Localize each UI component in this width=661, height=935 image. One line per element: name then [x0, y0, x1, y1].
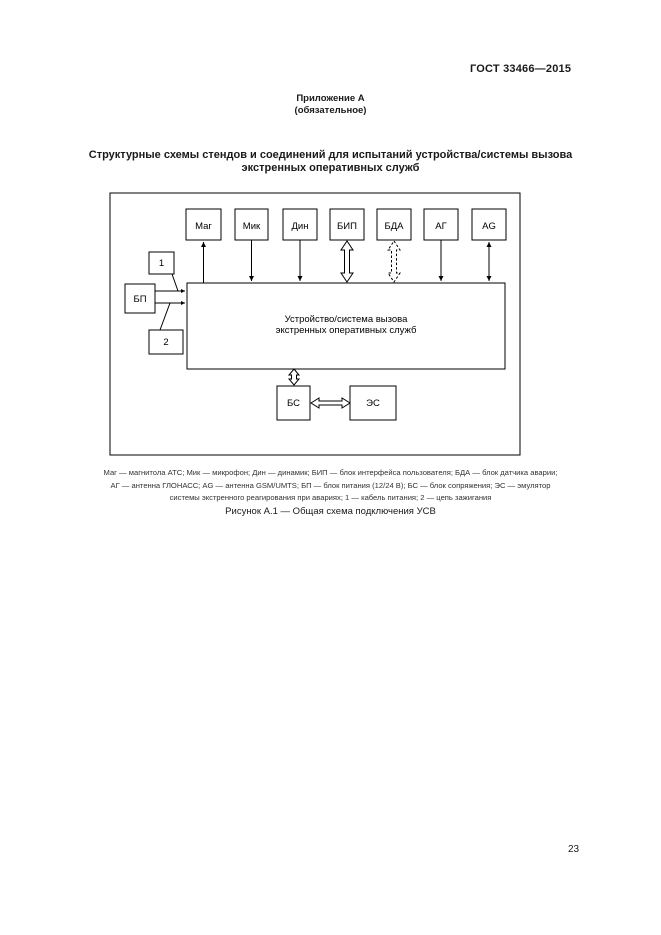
block-bip: БИП — [329, 208, 365, 241]
legend-line-2: АГ — антенна ГЛОНАСС; AG — антенна GSM/U… — [110, 480, 551, 490]
arrow-bs-es-bidirectional — [310, 397, 351, 409]
label-1-text: 1 — [159, 258, 164, 269]
legend-line-1: Маг — магнитола АТС; Мик — микрофон; Дин… — [103, 468, 558, 477]
block-main-device: Устройство/система вызова экстренных опе… — [186, 282, 506, 370]
block-bda: БДА — [376, 208, 412, 241]
arrow-bda-bidirectional-dashed — [387, 240, 401, 283]
arrow-bip-bidirectional — [340, 240, 354, 283]
page-number: 23 — [568, 844, 580, 855]
annex-note: (обязательное) — [294, 105, 367, 116]
section-title-line-2: экстренных оперативных служб — [241, 162, 420, 174]
block-mik-label: Мик — [243, 221, 261, 232]
block-mik: Мик — [234, 208, 269, 241]
label-box-2: 2 — [148, 329, 184, 355]
block-ag-glonass-label: АГ — [435, 221, 446, 232]
block-bda-label: БДА — [384, 221, 404, 232]
leader-line-2 — [159, 302, 171, 331]
arrow-device-bs-bidirectional — [287, 368, 301, 386]
block-bip-label: БИП — [337, 221, 357, 232]
block-mag-label: Маг — [195, 221, 212, 232]
figure-legend: Маг — магнитола АТС; Мик — микрофон; Дин… — [40, 467, 621, 505]
block-ag-gsm: AG — [471, 208, 507, 241]
block-ag-gsm-label: AG — [482, 221, 496, 232]
connection-diagram: Маг Мик Дин БИП БДА АГ AG Устройство/сис… — [109, 192, 521, 456]
annex-title: Приложение А — [296, 93, 365, 104]
figure-caption: Рисунок А.1 — Общая схема подключения УС… — [225, 506, 436, 517]
interface-bs-label: БС — [287, 398, 300, 409]
block-emulator-es: ЭС — [349, 385, 397, 421]
label-box-1: 1 — [148, 251, 175, 275]
legend-line-3: системы экстренного реагирования при ава… — [169, 493, 492, 502]
block-ag-glonass: АГ — [423, 208, 459, 241]
section-title-line-1: Структурные схемы стендов и соединений д… — [88, 149, 573, 161]
block-interface-bs: БС — [276, 385, 311, 421]
block-din: Дин — [282, 208, 318, 241]
standard-number: ГОСТ 33466—2015 — [470, 63, 572, 75]
emulator-es-label: ЭС — [366, 398, 380, 409]
block-power-supply: БП — [124, 283, 156, 314]
block-mag: Маг — [185, 208, 222, 241]
main-device-label-line-1: Устройство/система вызова — [285, 314, 408, 325]
diagram-frame — [109, 192, 521, 456]
power-supply-label: БП — [133, 294, 146, 305]
leader-line-1 — [171, 273, 179, 292]
label-2-text: 2 — [163, 337, 168, 348]
block-din-label: Дин — [292, 221, 309, 232]
main-device-label-line-2: экстренных оперативных служб — [276, 325, 417, 336]
